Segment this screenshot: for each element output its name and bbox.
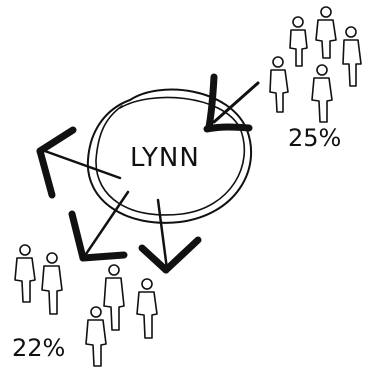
inflow-arrow [203, 73, 260, 133]
person-figure [136, 278, 158, 339]
person-figure [85, 306, 107, 367]
person-figure [315, 6, 337, 59]
person-figure [14, 244, 36, 303]
outflow-arrow-down-left [68, 190, 130, 262]
outflow-arrow-left [36, 126, 122, 199]
person-figure [269, 56, 289, 113]
person-figure [311, 64, 333, 123]
inflow-percentage: 25% [288, 124, 341, 152]
town-label: LYNN [130, 143, 200, 173]
outflow-people-group [14, 244, 158, 367]
person-figure [289, 16, 308, 67]
person-figure [342, 26, 362, 87]
person-figure [41, 252, 63, 315]
person-figure [103, 264, 125, 331]
inflow-people-group [269, 6, 362, 123]
outflow-arrow-down [138, 198, 202, 274]
outflow-percentage: 22% [12, 334, 65, 362]
